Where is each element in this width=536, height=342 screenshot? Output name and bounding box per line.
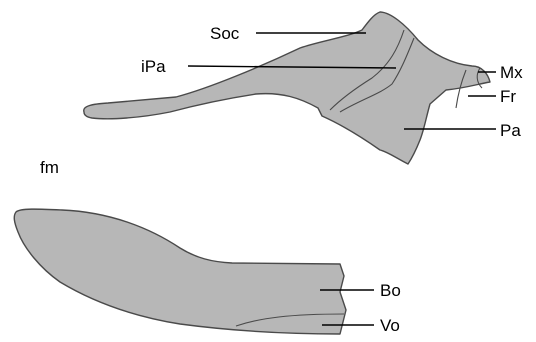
label-vo: Vo [380,316,400,335]
label-ipa: iPa [141,57,166,76]
braincase-floor-element [14,209,346,334]
label-fm: fm [40,158,59,177]
label-fr: Fr [500,87,516,106]
label-soc: Soc [210,24,240,43]
skull-roof-outline [84,12,490,164]
label-mx: Mx [500,63,523,82]
skull-roof-element [84,12,490,164]
label-bo: Bo [380,281,401,300]
label-pa: Pa [500,121,521,140]
